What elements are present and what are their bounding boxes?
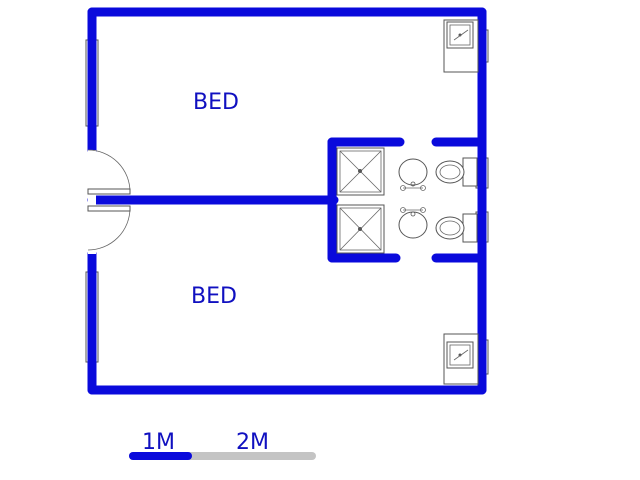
walls xyxy=(87,7,487,395)
scale-label-2m: 2M xyxy=(236,430,269,455)
shower-upper xyxy=(336,147,385,196)
room-label-bedroom-upper: BED xyxy=(193,90,239,115)
scale-bar: 1M 2M xyxy=(129,430,316,460)
basin-bottom-right xyxy=(443,333,479,385)
bathroom-basin-upper xyxy=(398,158,428,191)
scale-label-1m: 1M xyxy=(142,430,175,455)
entry-door xyxy=(87,149,131,254)
shower-lower xyxy=(336,204,385,254)
toilet-lower xyxy=(435,213,478,243)
toilet-upper xyxy=(435,157,478,187)
basin-top-right xyxy=(443,19,479,73)
bathroom-basin-lower xyxy=(398,207,428,239)
room-label-bedroom-lower: BED xyxy=(191,284,237,309)
